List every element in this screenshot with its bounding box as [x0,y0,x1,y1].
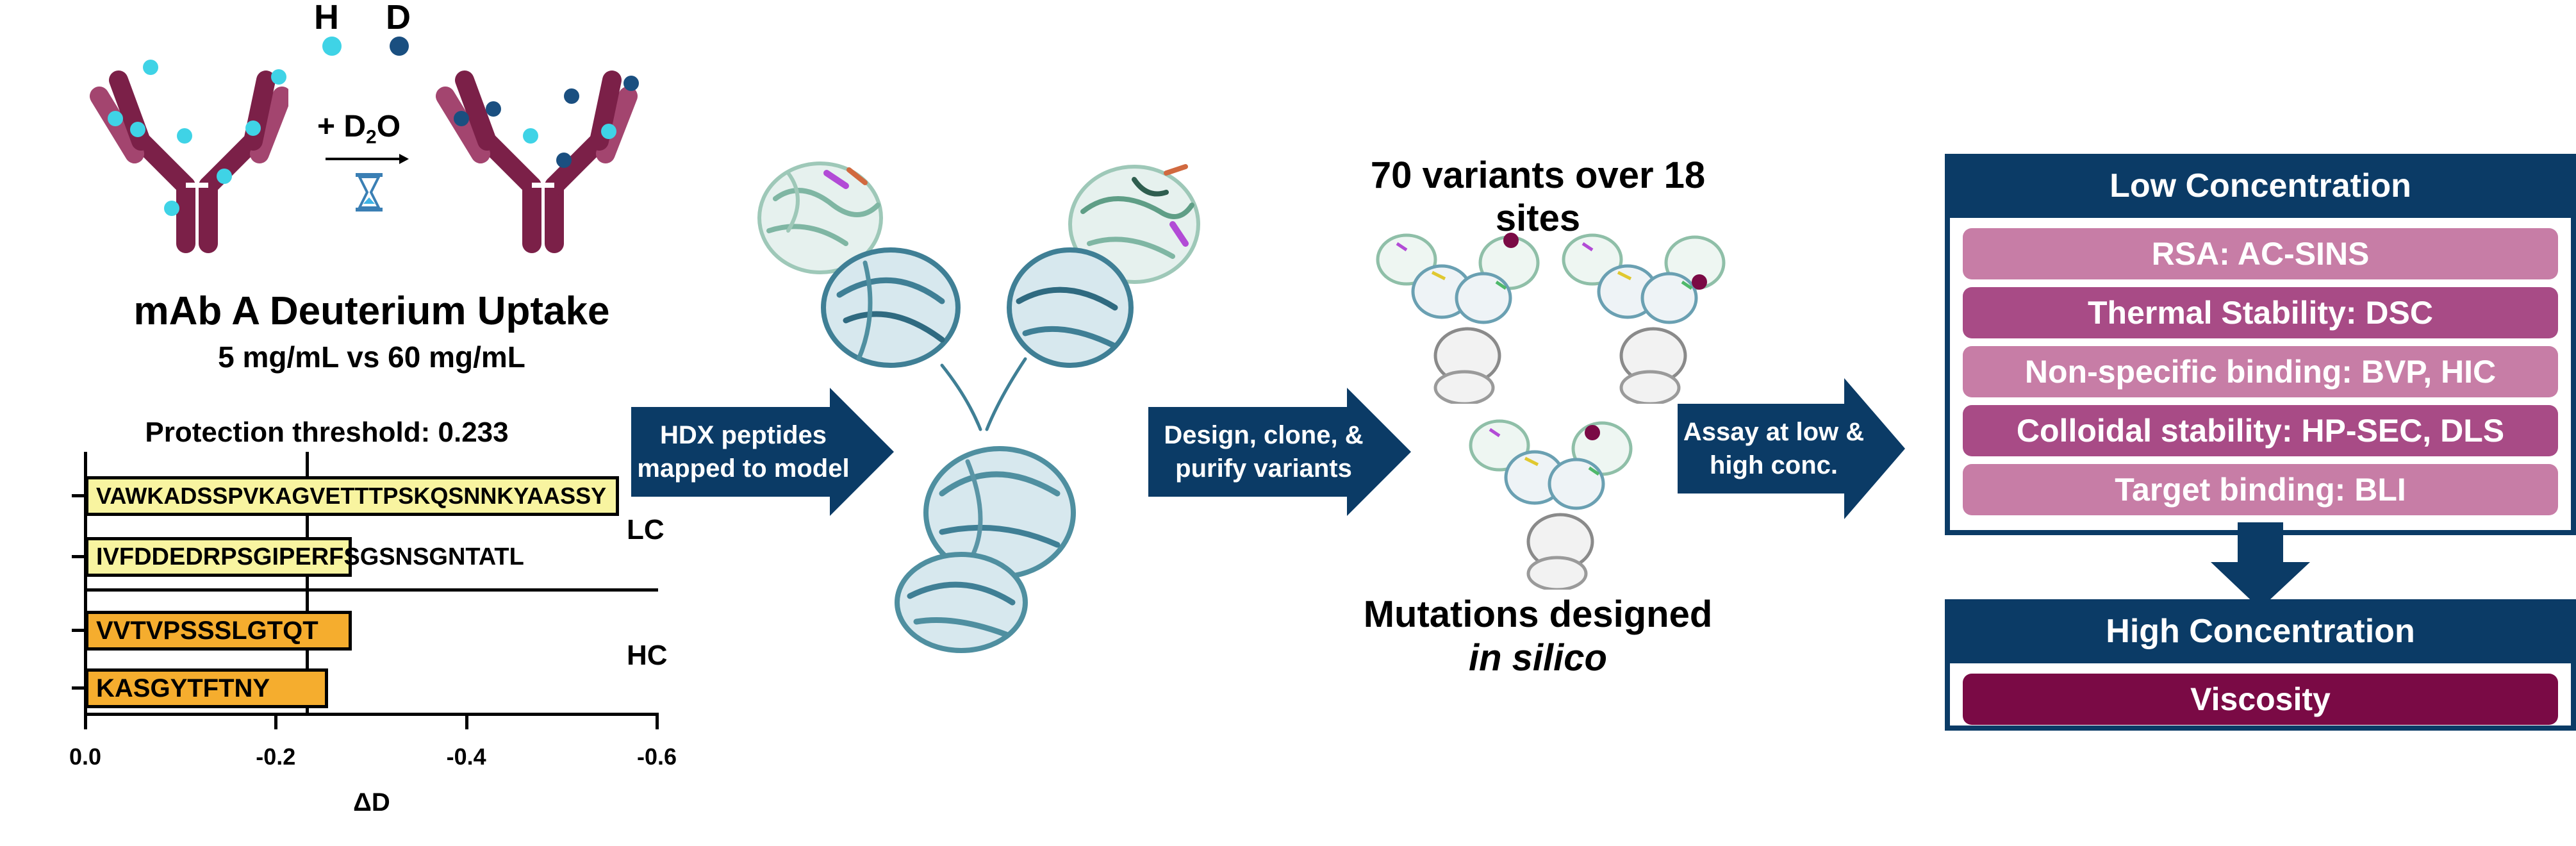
x-tick [84,713,87,729]
chart-title: Protection threshold: 0.233 [145,417,509,448]
bar-lc-2 [85,537,352,577]
legend-d-label: D [386,0,411,37]
assay-target: Target binding: BLI [1963,464,2558,515]
arrow-hdx: HDX peptides mapped to model [631,388,894,516]
threshold-line [306,452,310,716]
reaction-arrow-icon [326,154,409,164]
reaction-label: + D2O [317,110,401,148]
peptide-label: VAWKADSSPVKAGVETTTPSKQSNNKYAASSY [96,483,607,509]
peptide-label: KASGYTFTNY [96,674,270,702]
y-axis-line [84,452,87,716]
antibody-h-icon [90,60,288,253]
y-tick [72,494,87,497]
assay-thermal: Thermal Stability: DSC [1963,287,2558,338]
x-tick-label: -0.4 [446,743,486,770]
assay-rsa: RSA: AC-SINS [1963,228,2558,279]
legend-h-label: H [314,0,339,37]
antibody-d-icon [436,70,639,253]
bar-hc-1 [85,611,352,651]
arrow-assay: Assay at low & high conc. [1678,378,1905,519]
x-tick [465,713,468,729]
variant-structure-2 [1562,233,1726,404]
high-concentration-title: High Concentration [1950,604,2571,663]
down-arrow-icon [2211,522,2310,609]
assay-nonspecific: Non-specific binding: BVP, HIC [1963,346,2558,397]
bar-hc-2 [85,668,329,708]
legend-d-dot [390,37,409,56]
group-divider [84,588,658,592]
chart: Protection threshold: 0.233 0.0 -0.2 -0.… [0,0,705,846]
hourglass-icon [356,173,383,212]
variants-caption: Mutations designed in silico [1363,593,1713,679]
x-tick-label: 0.0 [69,743,102,770]
bar-lc-1 [85,476,619,516]
y-tick [72,629,87,632]
x-axis-line [84,713,658,716]
x-tick [274,713,278,729]
variant-structure-1 [1376,233,1540,404]
group-label-hc: HC [627,640,668,671]
y-tick [72,555,87,558]
y-tick [72,686,87,690]
group-label-lc: LC [627,514,665,545]
peptide-label: VVTVPSSSLGTQT [96,617,318,645]
assay-viscosity: Viscosity [1963,674,2558,725]
variants-title: 70 variants over 18 sites [1370,154,1706,239]
peptide-label: IVFDDEDRPSGIPERFSGSNSGNTATL [96,543,524,570]
uptake-subtitle: 5 mg/mL vs 60 mg/mL [218,340,525,374]
x-axis-label: ΔD [353,788,390,817]
x-tick-label: -0.6 [636,743,677,770]
high-concentration-panel: High Concentration Viscosity [1945,599,2576,731]
low-concentration-panel: Low Concentration RSA: AC-SINS Thermal S… [1945,154,2576,535]
low-concentration-title: Low Concentration [1950,159,2571,218]
x-tick [656,713,659,729]
arrow-design: Design, clone, & purify variants [1148,388,1411,516]
legend-h-dot [322,37,342,56]
uptake-title: mAb A Deuterium Uptake [133,289,610,333]
x-tick-label: -0.2 [256,743,296,770]
variant-structure-3 [1469,419,1633,590]
protein-structure-model [757,162,1200,653]
assay-colloidal: Colloidal stability: HP-SEC, DLS [1963,405,2558,456]
